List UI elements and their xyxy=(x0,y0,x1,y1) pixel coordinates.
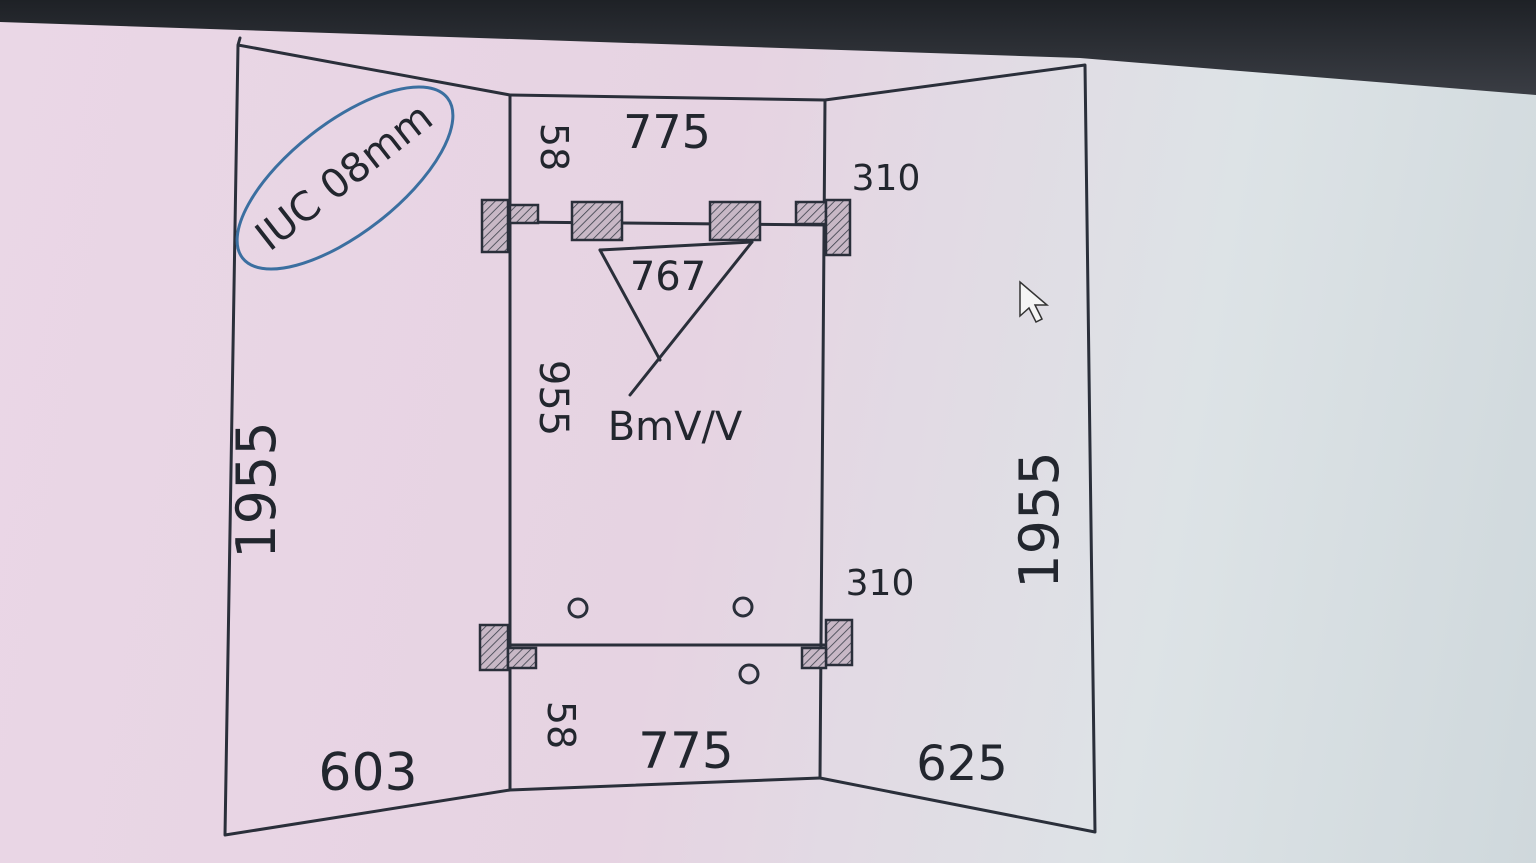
triangle-diagonal xyxy=(628,240,754,397)
bottom-left-tab xyxy=(506,646,538,670)
center-label: BmV/V xyxy=(608,404,743,450)
top-right-bracket xyxy=(824,198,852,257)
triangle-bracket xyxy=(598,248,662,362)
left-height-label: 1955 xyxy=(225,421,288,558)
top-left-tab xyxy=(508,203,540,225)
center-bottom-edge xyxy=(508,776,822,792)
material-badge-text: IUC 08mm xyxy=(247,94,441,260)
top-crossbar xyxy=(508,220,832,227)
cursor-arrow-icon xyxy=(1019,280,1050,324)
right-height-label: 1955 xyxy=(1008,451,1071,588)
right-panel-outline xyxy=(818,63,1097,834)
top-left-offset-label: 58 xyxy=(532,123,576,171)
top-right-offset-label: 310 xyxy=(852,158,921,199)
right-bottom-width-label: 625 xyxy=(916,736,1008,792)
left-bottom-width-label: 603 xyxy=(318,743,417,803)
triangle-top xyxy=(598,240,754,252)
left-panel-outline xyxy=(223,36,512,837)
top-mid-right-block xyxy=(708,200,762,242)
hole-bottom xyxy=(738,663,760,685)
bottom-left-bracket xyxy=(478,623,510,672)
center-height-label: 955 xyxy=(530,360,576,436)
bottom-right-tab xyxy=(800,646,828,670)
hole-right xyxy=(732,596,754,618)
top-mid-left-block xyxy=(570,200,624,242)
top-width-label: 775 xyxy=(623,105,711,159)
center-top-edge xyxy=(508,93,827,102)
bottom-left-offset-label: 58 xyxy=(539,701,583,749)
bottom-width-label: 775 xyxy=(638,722,733,780)
top-left-bracket xyxy=(480,198,510,254)
bottom-right-bracket xyxy=(824,618,854,667)
triangle-label: 767 xyxy=(630,254,706,300)
hole-left xyxy=(567,597,589,619)
top-right-tab xyxy=(794,200,828,226)
material-badge-outline xyxy=(235,85,455,271)
bottom-right-offset-label: 310 xyxy=(846,563,915,604)
